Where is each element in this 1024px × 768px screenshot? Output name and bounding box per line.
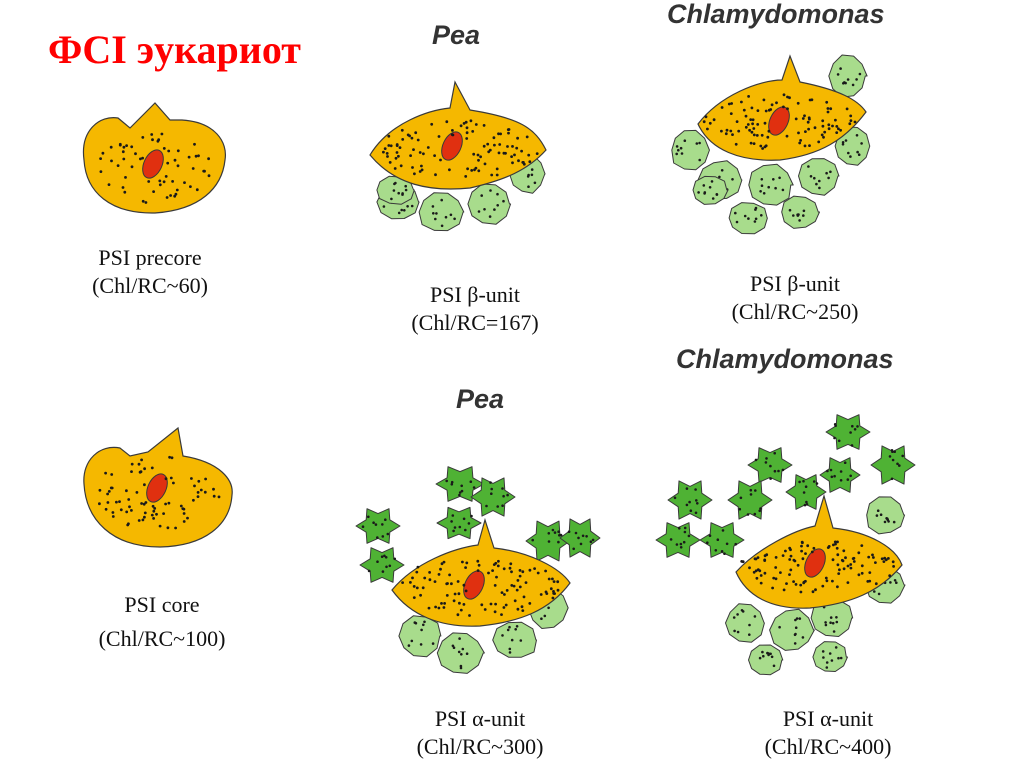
caption-chlamydomonas-alpha-unit: PSI α-unit (Chl/RC~400) (733, 705, 923, 760)
caption-ratio: (Chl/RC~100) (98, 626, 226, 652)
lhc-antenna-light (398, 615, 442, 658)
caption-name: PSI β-unit (429, 282, 521, 307)
pea-beta-unit-diagram (369, 80, 547, 232)
lhc-antenna-light (725, 603, 765, 643)
lhc-antenna-light (418, 192, 465, 232)
lhc-antenna-light (812, 641, 848, 672)
lhc-antenna-light (748, 163, 794, 206)
lhc-antenna-light (781, 195, 820, 229)
slide-title: ФСI эукариот (48, 27, 301, 72)
lhc-antenna-dark (667, 480, 713, 520)
lhc-antenna-dark (699, 522, 745, 558)
caption-pea-alpha-unit: PSI α-unit (Chl/RC~300) (385, 705, 575, 760)
organism-label-pea-bottom: Pea (456, 384, 505, 414)
organism-label-chlamydomonas-bottom: Chlamydomonas (676, 344, 894, 374)
lhc-antenna-dark (559, 518, 601, 558)
lhc-antenna-light (798, 158, 840, 196)
caption-ratio: (Chl/RC~250) (731, 298, 859, 324)
caption-pea-beta-unit: PSI β-unit (Chl/RC=167) (380, 281, 570, 336)
organism-label-pea-top: Pea (432, 20, 481, 50)
caption-psi-precore: PSI precore (Chl/RC~60) (70, 244, 230, 299)
reaction-center (804, 548, 826, 578)
chlamy-alpha-unit-diagram (655, 414, 916, 676)
reaction-center (142, 149, 164, 179)
lhc-antenna-light (748, 644, 784, 676)
lhc-antenna-dark (819, 457, 861, 493)
lhc-antenna-dark (470, 477, 516, 517)
lhc-antenna-dark (655, 522, 701, 558)
lhc-antenna-light (492, 621, 537, 658)
caption-name: PSI α-unit (782, 706, 874, 731)
caption-name: PSI β-unit (749, 271, 841, 296)
caption-name: PSI α-unit (434, 706, 526, 731)
lhc-antenna-light (828, 54, 868, 98)
psi-core-diagram (83, 426, 233, 548)
lhc-antenna-dark (355, 508, 401, 544)
lhc-antenna-light (866, 496, 906, 535)
lhc-antenna-dark (727, 480, 773, 520)
organism-label-chlamydomonas-top: Chlamydomonas (667, 0, 885, 29)
reaction-center (146, 473, 168, 503)
chlamy-beta-unit-diagram (671, 54, 871, 235)
lhc-antenna-light (467, 183, 512, 225)
caption-ratio: (Chl/RC~300) (416, 733, 544, 759)
lhc-antenna-dark (436, 506, 482, 540)
lhc-antenna-light (692, 175, 729, 205)
lhc-antenna-dark (359, 547, 405, 583)
caption-psi-core: PSI core (Chl/RC~100) (62, 588, 262, 656)
psi-precore-diagram (82, 102, 227, 214)
lhc-antenna-light (769, 608, 815, 651)
reaction-center (768, 106, 790, 136)
reaction-center (441, 131, 463, 161)
caption-ratio: (Chl/RC~60) (92, 272, 208, 298)
lhc-antenna-dark (435, 466, 485, 502)
pea-alpha-unit-diagram (355, 466, 601, 674)
caption-ratio: (Chl/RC=167) (411, 309, 539, 335)
caption-name: PSI core (124, 592, 200, 617)
caption-name: PSI precore (98, 245, 202, 270)
reaction-center (463, 570, 485, 600)
lhc-antenna-dark (870, 445, 916, 485)
lhc-antenna-dark (825, 414, 871, 450)
caption-chlamydomonas-beta-unit: PSI β-unit (Chl/RC~250) (700, 270, 890, 325)
caption-ratio: (Chl/RC~400) (764, 733, 892, 759)
